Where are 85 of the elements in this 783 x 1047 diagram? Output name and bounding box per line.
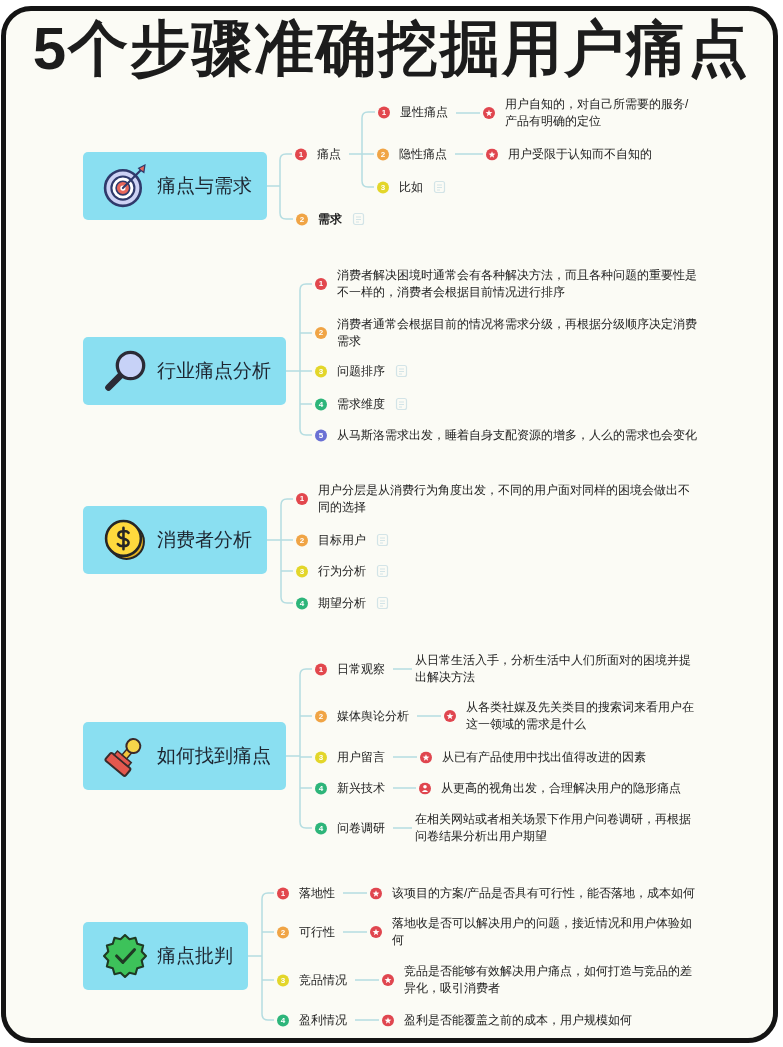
connector-line [361, 111, 376, 119]
topic-box [83, 506, 267, 574]
branch-label: 痛点 [317, 145, 341, 163]
branch-label: 比如 [399, 178, 423, 196]
connector-line [279, 153, 293, 161]
connector-line [280, 498, 294, 506]
connector-line [342, 931, 368, 933]
connector-line [299, 283, 313, 291]
branch-label: 从马斯洛需求出发，睡着自身支配资源的增多，人么的需求也会变化 [337, 426, 697, 444]
connector-line [354, 979, 380, 981]
description-text: 盈利是否能覆盖之前的成本，用户规模如何 [404, 1011, 632, 1029]
connector-line [392, 827, 413, 829]
connector-line [299, 332, 313, 334]
connector-line [261, 892, 275, 900]
description-text: 从日常生活入手，分析生活中人们所面对的困境并提出解决方法 [415, 652, 692, 686]
connector-line [266, 159, 281, 214]
topic-title: 痛点批判 [157, 944, 233, 968]
branch-label: 隐性痛点 [399, 145, 447, 163]
branch-label: 落地性 [299, 884, 335, 902]
connector-line [261, 979, 275, 981]
connector-line [280, 570, 294, 572]
description-text: 落地收是否可以解决用户的问题，接近情况和用户体验如何 [392, 915, 693, 949]
description-text: 该项目的方案/产品是否具有可行性，能否落地，成本如何 [392, 884, 696, 902]
branch-label: 用户留言 [337, 748, 385, 766]
branch-label: 盈利情况 [299, 1011, 347, 1029]
description-text: 在相关网站或者相关场景下作用户问卷调研，再根据问卷结果分析出用户期望 [415, 811, 692, 845]
connector-line [280, 596, 294, 604]
description-text: 用户自知的，对自己所需要的服务/产品有明确的定位 [505, 96, 690, 130]
connector-line [280, 539, 294, 541]
connector-line [354, 1019, 380, 1021]
connector-line [299, 370, 313, 372]
connector-line [261, 931, 275, 933]
connector-line [299, 403, 313, 405]
connector-line [299, 821, 313, 829]
connector-line [299, 756, 313, 758]
connector-line [247, 898, 263, 1015]
connector-line [299, 668, 313, 676]
connector-line [348, 117, 363, 182]
topic-box [83, 152, 267, 220]
topic-title: 如何找到痛点 [157, 744, 271, 768]
connector-line [266, 504, 282, 598]
description-text: 从已有产品使用中找出值得改进的因素 [442, 748, 646, 766]
topic-box [83, 337, 286, 405]
description-text: 用户受限于认知而不自知的 [508, 145, 652, 163]
branch-label: 需求 [318, 210, 342, 228]
title: 5个步骤准确挖掘用户痛点 [31, 14, 752, 84]
connector-line [454, 153, 484, 155]
branch-label: 行为分析 [318, 562, 366, 580]
branch-label: 需求维度 [337, 395, 385, 413]
connector-line [285, 674, 301, 823]
branch-label: 消费者解决困境时通常会有各种解决方法，而且各种问题的重要性是不一样的，消费者会根据目前情况进行排序 [337, 267, 698, 301]
branch-label: 新兴技术 [337, 779, 385, 797]
branch-label: 竞品情况 [299, 971, 347, 989]
branch-label: 显性痛点 [400, 103, 448, 121]
connector-line [299, 715, 313, 717]
connector-line [342, 892, 368, 894]
branch-label: 日常观察 [337, 660, 385, 678]
connector-line [416, 715, 442, 717]
branch-label: 用户分层是从消费行为角度出发，不同的用户面对同样的困境会做出不同的选择 [318, 482, 691, 516]
topic-box [83, 922, 248, 990]
connector-line [299, 787, 313, 789]
connector-line [279, 212, 294, 220]
description-text: 竞品是否能够有效解决用户痛点，如何打造与竞品的差异化，吸引消费者 [404, 963, 693, 997]
connector-line [392, 756, 418, 758]
connector-line [361, 180, 375, 188]
connector-line [261, 1013, 275, 1021]
branch-label: 消费者通常会根据目前的情况将需求分级，再根据分级顺序决定消费需求 [337, 316, 698, 350]
connector-line [392, 787, 417, 789]
description-text: 从各类社媒及先关类目的搜索词来看用户在这一领域的需求是什么 [466, 699, 695, 733]
connector-line [392, 668, 413, 670]
branch-label: 媒体舆论分析 [337, 707, 409, 725]
connector-line [285, 289, 301, 430]
connector-line [361, 153, 375, 155]
branch-label: 问题排序 [337, 362, 385, 380]
branch-label: 问卷调研 [337, 819, 385, 837]
description-text: 从更高的视角出发，合理解决用户的隐形痛点 [441, 779, 681, 797]
topic-title: 痛点与需求 [157, 174, 252, 198]
topic-title: 行业痛点分析 [157, 359, 271, 383]
branch-label: 期望分析 [318, 594, 366, 612]
branch-label: 目标用户 [318, 531, 366, 549]
connector-line [299, 428, 313, 436]
topic-box [83, 722, 286, 790]
connector-line [455, 112, 481, 114]
topic-title: 消费者分析 [157, 528, 252, 552]
branch-label: 可行性 [299, 923, 335, 941]
